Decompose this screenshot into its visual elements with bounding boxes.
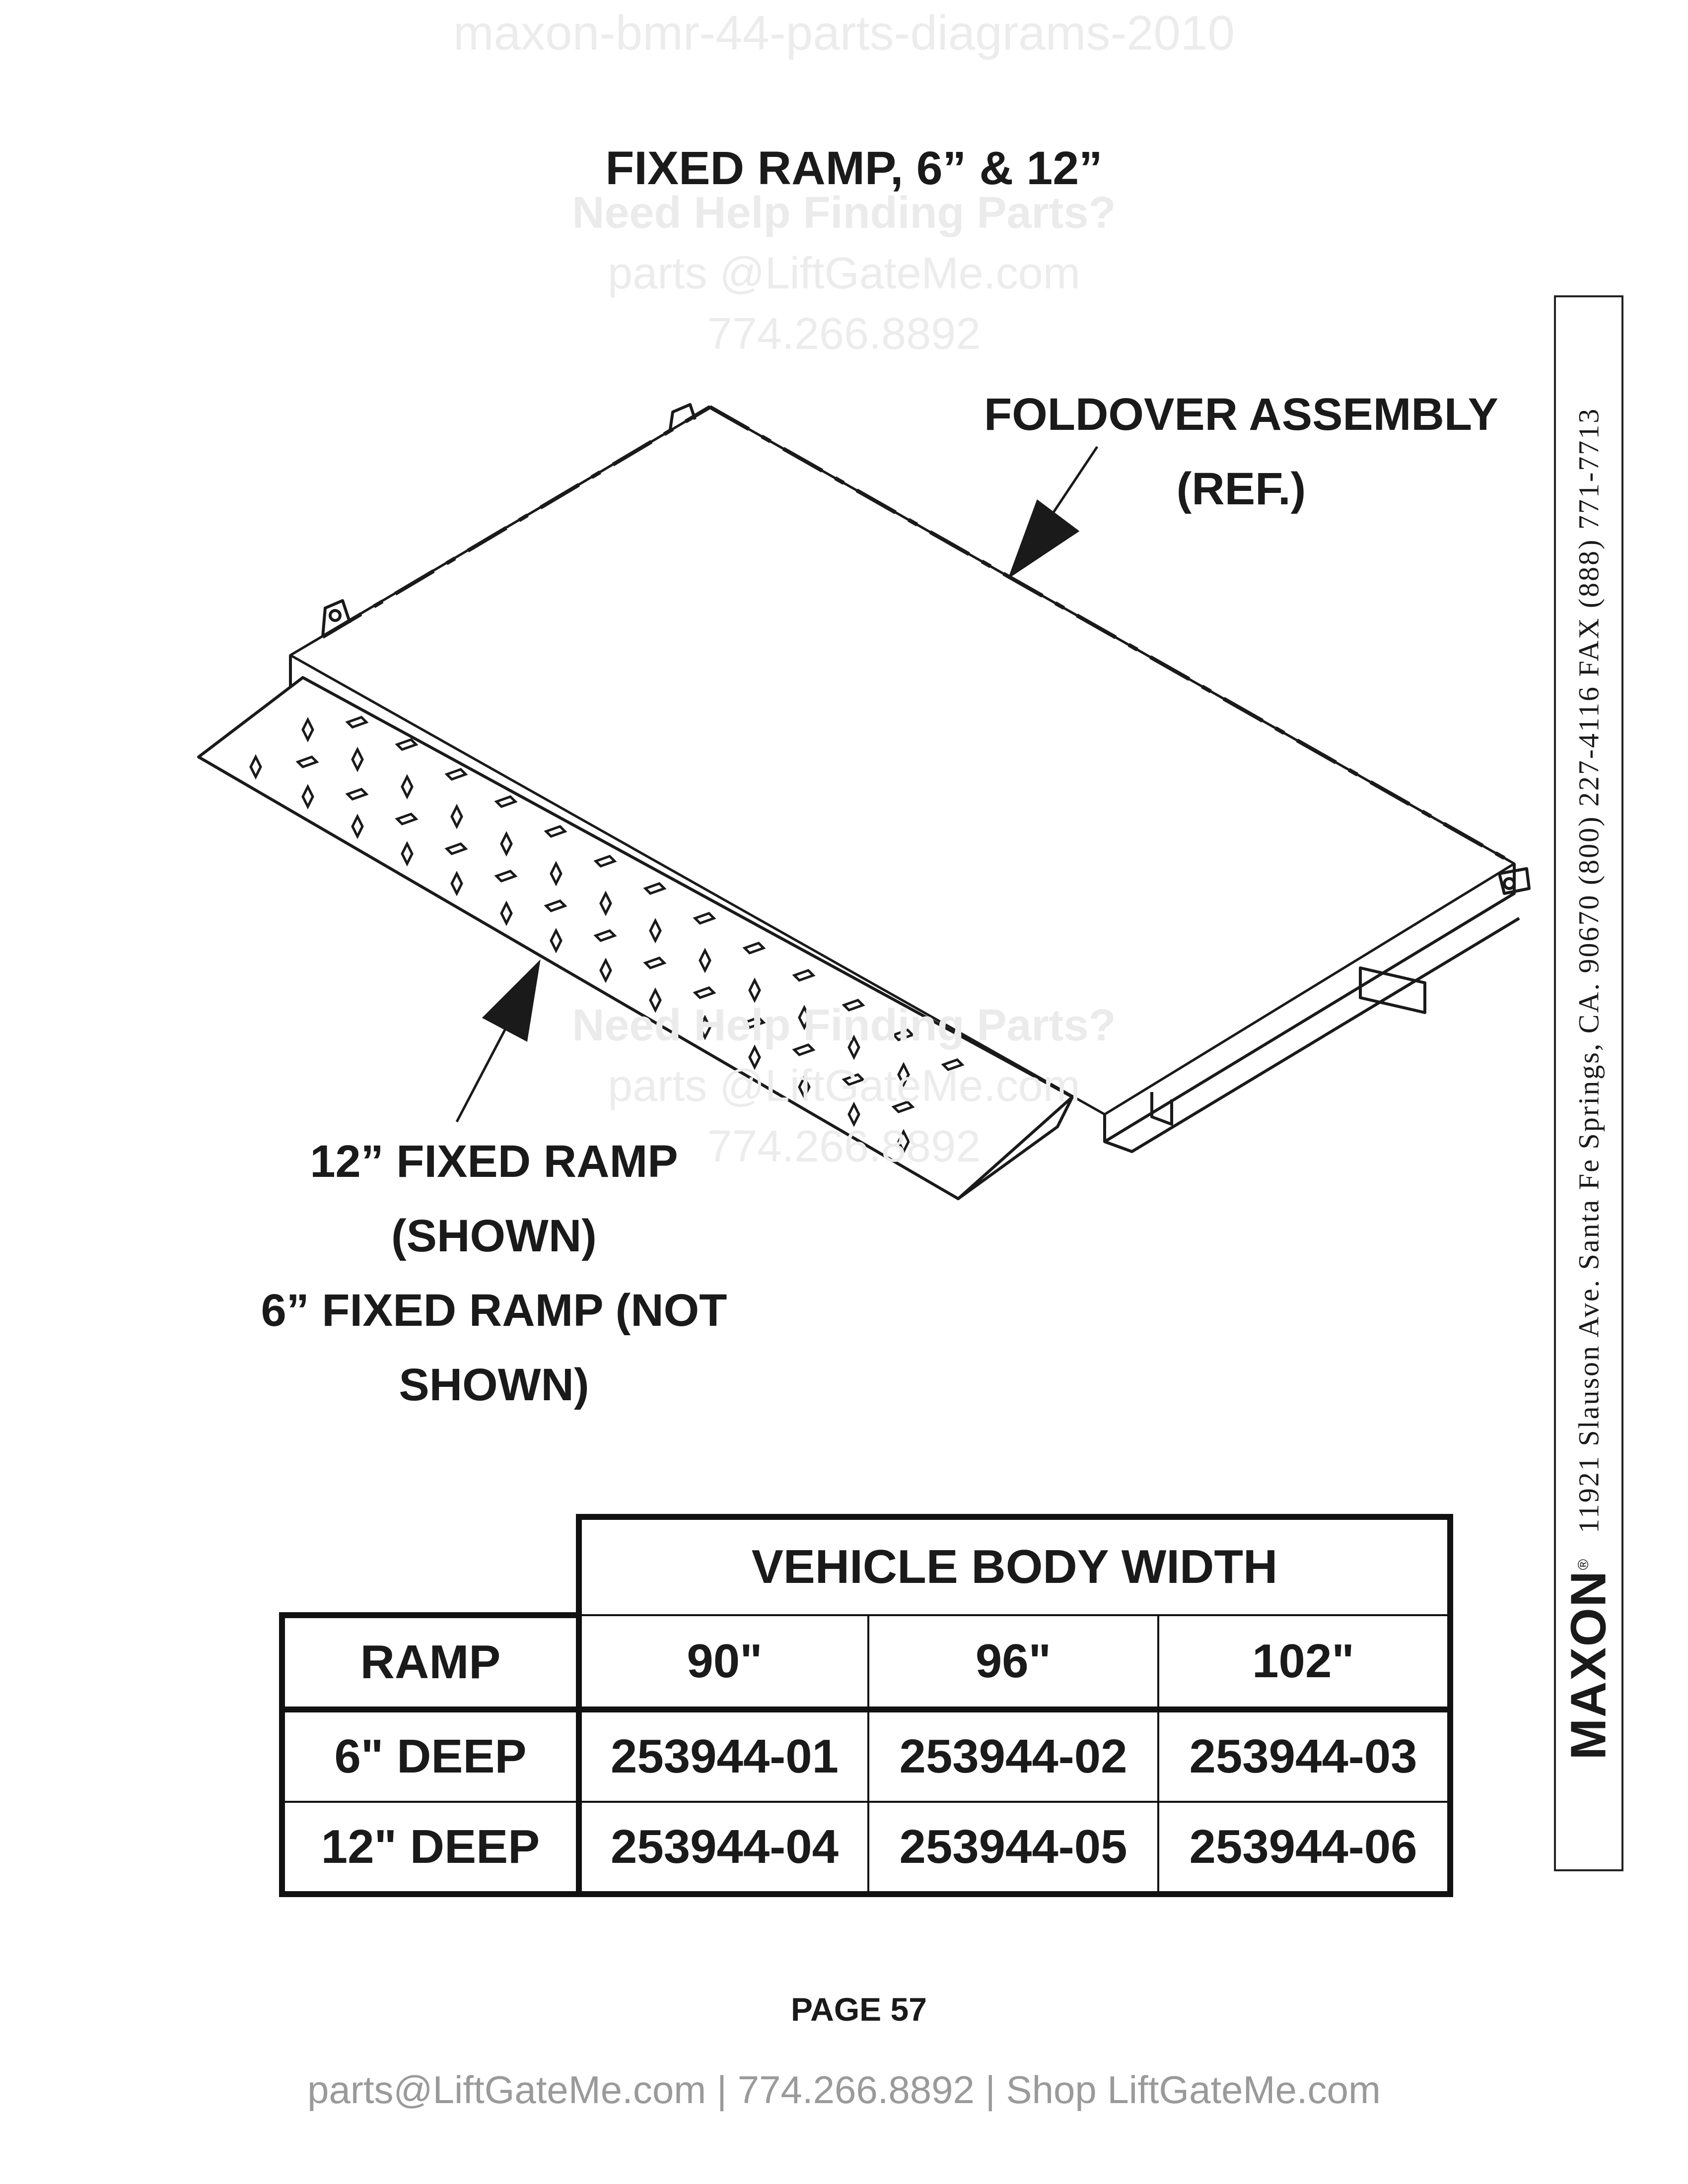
table-row: 12" DEEP 253944-04 253944-05 253944-06 xyxy=(279,1802,1453,1897)
table-header-row: RAMP 90" 96" 102" xyxy=(279,1612,1453,1712)
column-header-96: 96" xyxy=(868,1615,1159,1712)
column-header-90: 90" xyxy=(576,1615,869,1712)
parts-table: VEHICLE BODY WIDTH RAMP 90" 96" 102" 6" … xyxy=(279,1514,1453,1897)
foldover-label-line1: FOLDOVER ASSEMBLY xyxy=(984,389,1498,440)
ramp-arrowhead xyxy=(482,959,541,1042)
help-phone-2: 774.266.8892 xyxy=(707,1122,981,1171)
ramp-label-line3: 6” FIXED RAMP (NOT xyxy=(261,1285,727,1336)
vehicle-body-width-header: VEHICLE BODY WIDTH xyxy=(576,1514,1453,1616)
ramp-label-line2: (SHOWN) xyxy=(391,1211,597,1261)
part-number-cell: 253944-04 xyxy=(579,1802,869,1897)
ramp-label-line4: SHOWN) xyxy=(399,1360,589,1410)
table-row: 6" DEEP 253944-01 253944-02 253944-03 xyxy=(279,1709,1453,1803)
footer-contact-link[interactable]: parts@LiftGateMe.com | 774.266.8892 | Sh… xyxy=(307,2068,1381,2112)
part-number-cell: 253944-06 xyxy=(1158,1802,1453,1897)
company-address: 11921 Slauson Ave. Santa Fe Springs, CA.… xyxy=(1572,407,1605,1533)
fixed-ramp-label: 12” FIXED RAMP (SHOWN) 6” FIXED RAMP (NO… xyxy=(199,1124,789,1422)
part-number-cell: 253944-05 xyxy=(868,1802,1159,1897)
help-watermark-top: Need Help Finding Parts? parts @LiftGate… xyxy=(0,183,1688,364)
sidebar-text: MAXON® 11921 Slauson Ave. Santa Fe Sprin… xyxy=(1560,407,1618,1760)
part-number-cell: 253944-02 xyxy=(868,1709,1159,1803)
column-header-102: 102" xyxy=(1158,1615,1453,1712)
help-title: Need Help Finding Parts? xyxy=(572,188,1116,238)
foldover-arrowhead xyxy=(1008,499,1080,579)
help-title-2: Need Help Finding Parts? xyxy=(572,1001,1116,1050)
table-empty-corner xyxy=(282,1517,579,1615)
foldover-assembly-label: FOLDOVER ASSEMBLY (REF.) xyxy=(933,377,1549,526)
help-phone: 774.266.8892 xyxy=(707,309,981,359)
ramp-depth-cell: 12" DEEP xyxy=(279,1802,582,1897)
foldover-label-line2: (REF.) xyxy=(1176,464,1306,514)
table-group-header-row: VEHICLE BODY WIDTH xyxy=(282,1514,1453,1616)
column-header-ramp: RAMP xyxy=(279,1612,582,1712)
part-number-cell: 253944-03 xyxy=(1158,1709,1453,1803)
ramp-depth-cell: 6" DEEP xyxy=(279,1709,582,1803)
maxon-logo: MAXON® xyxy=(1560,1558,1617,1760)
page-title: FIXED RAMP, 6” & 12” xyxy=(605,142,1103,195)
help-email-2: parts @LiftGateMe.com xyxy=(608,1061,1080,1111)
ramp-label-line1: 12” FIXED RAMP xyxy=(310,1136,678,1187)
tread-pattern xyxy=(249,716,965,1155)
part-number-cell: 253944-01 xyxy=(579,1709,869,1803)
help-email: parts @LiftGateMe.com xyxy=(608,249,1080,298)
help-watermark-middle: Need Help Finding Parts? parts @LiftGate… xyxy=(0,995,1688,1177)
page-number: PAGE 57 xyxy=(791,1991,927,2028)
ramp-leader-line xyxy=(455,1017,513,1123)
maxon-sidebar: MAXON® 11921 Slauson Ave. Santa Fe Sprin… xyxy=(1554,295,1623,1871)
document-watermark: maxon-bmr-44-parts-diagrams-2010 xyxy=(453,5,1235,60)
